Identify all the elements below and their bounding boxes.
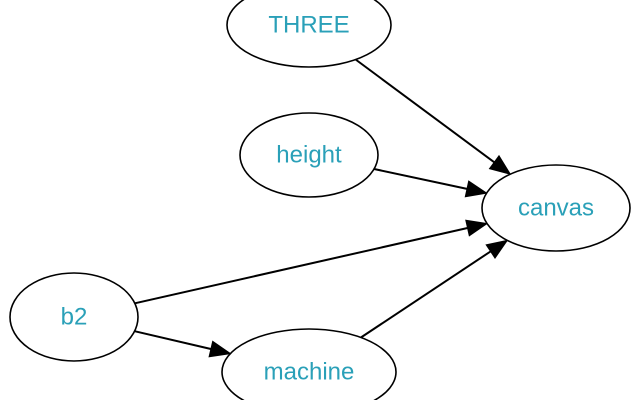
edge-line bbox=[360, 250, 492, 339]
node-ellipse bbox=[239, 112, 379, 198]
edges-layer bbox=[134, 58, 512, 358]
node-ellipse bbox=[481, 164, 631, 252]
node-THREE: THREE bbox=[226, 0, 392, 68]
arrowhead-icon bbox=[464, 180, 488, 198]
node-ellipse bbox=[221, 328, 397, 400]
arrowhead-icon bbox=[485, 239, 509, 259]
edge-b2-to-machine bbox=[134, 330, 232, 358]
edge-b2-to-canvas bbox=[134, 219, 489, 305]
edge-line bbox=[134, 330, 212, 350]
edge-line bbox=[373, 168, 468, 190]
node-label: machine bbox=[264, 359, 355, 386]
node-ellipse bbox=[226, 0, 392, 68]
edge-line bbox=[355, 58, 495, 164]
node-label: b2 bbox=[61, 304, 88, 331]
node-machine: machine bbox=[221, 328, 397, 400]
edge-THREE-to-canvas bbox=[355, 58, 512, 176]
node-b2: b2 bbox=[9, 272, 139, 362]
arrowhead-icon bbox=[465, 219, 489, 237]
node-label: THREE bbox=[268, 12, 349, 39]
edge-height-to-canvas bbox=[373, 168, 488, 198]
arrowhead-icon bbox=[208, 340, 232, 358]
node-height: height bbox=[239, 112, 379, 198]
node-canvas: canvas bbox=[481, 164, 631, 252]
node-ellipse bbox=[9, 272, 139, 362]
arrowhead-icon bbox=[488, 154, 512, 176]
node-label: canvas bbox=[518, 195, 594, 222]
edge-line bbox=[134, 227, 468, 305]
nodes-layer: THREE height canvas b2 machine bbox=[9, 0, 631, 400]
edge-machine-to-canvas bbox=[360, 239, 509, 339]
node-label: height bbox=[276, 142, 342, 169]
